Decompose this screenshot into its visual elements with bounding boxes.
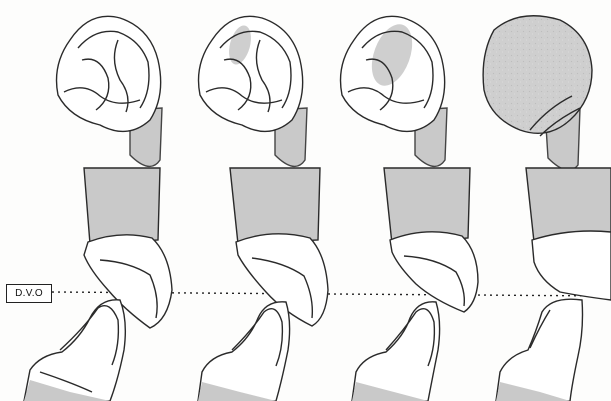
- occlusal-view-3: [341, 16, 448, 166]
- lateral-view-3: [352, 168, 478, 401]
- lateral-view-2: [198, 168, 328, 401]
- lateral-view-4: [496, 168, 611, 401]
- occlusal-view-4: [483, 16, 592, 170]
- dvo-label: D.V.O: [6, 284, 52, 303]
- occlusal-view-2: [199, 16, 308, 166]
- occlusal-view-1: [57, 16, 163, 166]
